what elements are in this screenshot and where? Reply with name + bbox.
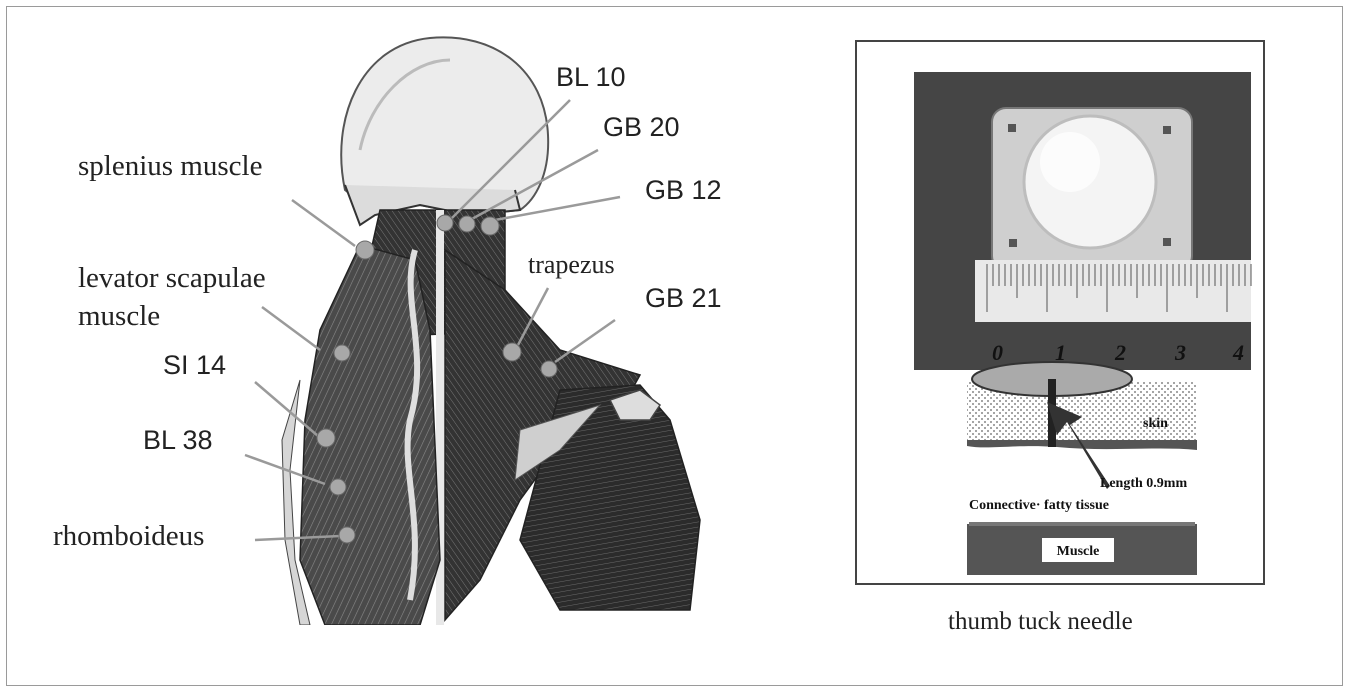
label-bl38: BL 38 <box>143 425 213 456</box>
ruler-number-2: 2 <box>1114 340 1126 365</box>
label-bl10: BL 10 <box>556 62 626 93</box>
marker-levator <box>334 345 350 361</box>
marker-rhomboideus <box>339 527 355 543</box>
label-rhomboideus: rhomboideus <box>53 520 204 553</box>
marker-bl38 <box>330 479 346 495</box>
label-gb21: GB 21 <box>645 283 722 314</box>
ruler-number-3: 3 <box>1174 340 1186 365</box>
muscle-label: Muscle <box>1057 544 1100 559</box>
marker-gb12 <box>481 217 499 235</box>
label-si14: SI 14 <box>163 350 226 381</box>
label-gb20: GB 20 <box>603 112 680 143</box>
leader-gb21 <box>555 320 615 362</box>
leader-splenius <box>292 200 355 246</box>
marker-splenius <box>356 241 374 259</box>
marker-gb21 <box>541 361 557 377</box>
needle-photo-and-diagram: 0 1 2 3 4 skin Length 0.9mm Connective· … <box>857 42 1263 583</box>
label-levator-scapulae-line1: levator scapulae <box>78 262 266 295</box>
marker-gb20 <box>459 216 475 232</box>
label-trapezus: trapezus <box>528 250 615 280</box>
caption-thumb-tuck-needle: thumb tuck needle <box>948 608 1133 636</box>
back-neck-anatomy-illustration <box>0 0 850 694</box>
marker-trapezus <box>503 343 521 361</box>
needle-panel: 0 1 2 3 4 skin Length 0.9mm Connective· … <box>855 40 1265 585</box>
connective-tissue-label: Connective· fatty tissue <box>969 498 1109 513</box>
label-splenius-muscle: splenius muscle <box>78 150 262 183</box>
ruler-number-0: 0 <box>992 340 1003 365</box>
length-label: Length 0.9mm <box>1100 476 1187 491</box>
label-gb12: GB 12 <box>645 175 722 206</box>
leader-levator <box>262 307 320 350</box>
marker-si14 <box>317 429 335 447</box>
marker-bl10 <box>437 215 453 231</box>
skin-label: skin <box>1143 416 1168 431</box>
ruler-number-4: 4 <box>1232 340 1244 365</box>
label-levator-scapulae-line2: muscle <box>78 300 160 333</box>
